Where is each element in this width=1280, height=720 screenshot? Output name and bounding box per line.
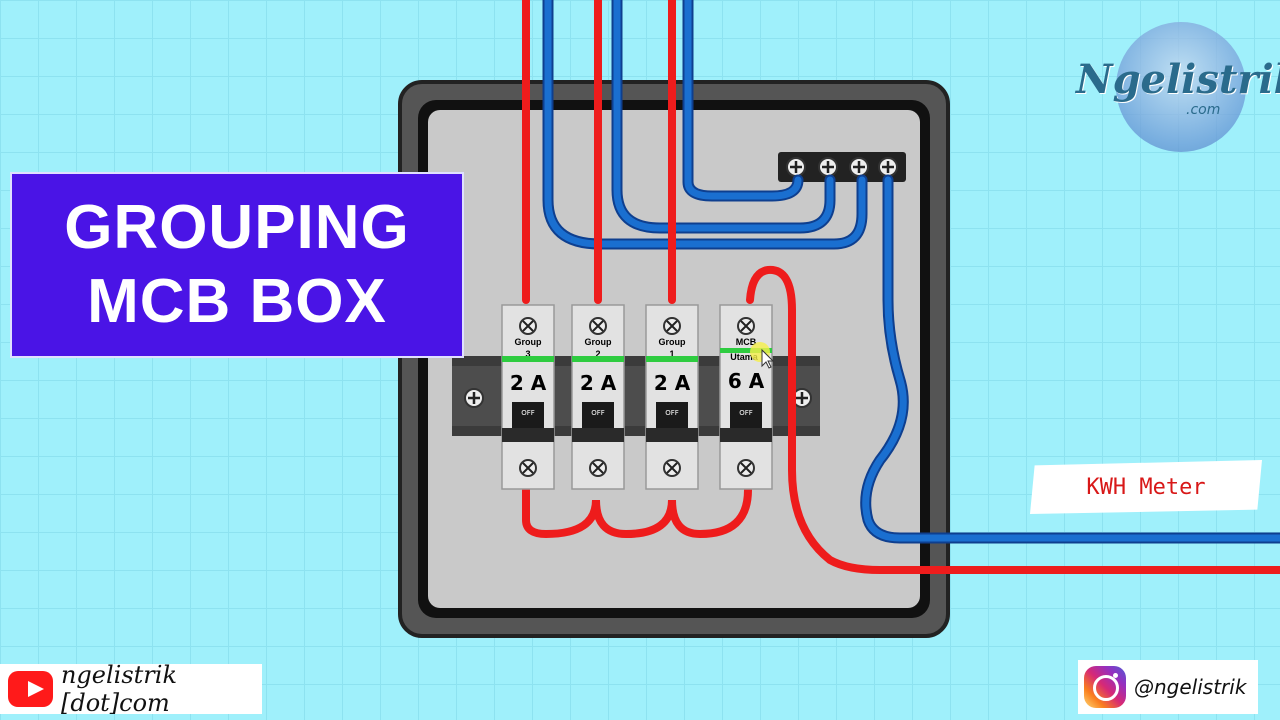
- kwh-meter-label: KWH Meter: [1030, 460, 1262, 514]
- breaker-group-1: Group 1 2 A OFF: [645, 304, 699, 490]
- title-banner: GROUPING MCB BOX: [10, 172, 464, 358]
- breaker-switch[interactable]: [656, 402, 688, 428]
- rail-screw-left: [464, 388, 484, 408]
- breaker-label-top: MCB: [736, 337, 757, 347]
- breaker-label-bottom: 1: [669, 349, 674, 359]
- cursor-icon: [761, 348, 775, 369]
- breaker-label-bottom: Utama: [730, 352, 759, 362]
- breaker-state: OFF: [739, 409, 753, 417]
- rail-screw-right: [792, 388, 812, 408]
- breaker-label-top: Group: [585, 337, 612, 347]
- instagram-text: @ngelistrik: [1134, 675, 1247, 699]
- instagram-icon: [1084, 666, 1126, 708]
- logo-text: Ngelistrik: [1076, 56, 1280, 103]
- live-wires: [522, 0, 1280, 574]
- breaker-group-3: Group 3 2 A OFF: [501, 304, 555, 490]
- breaker-label-bottom: 3: [525, 349, 530, 359]
- logo-sub: .com: [1186, 102, 1221, 118]
- ngelistrik-logo: Ngelistrik .com: [1076, 22, 1280, 152]
- youtube-bar[interactable]: ngelistrik [dot]com: [0, 661, 262, 717]
- breaker-label-bottom: 2: [595, 349, 600, 359]
- breaker-rating: 2 A: [580, 371, 617, 395]
- kwh-meter-text: KWH Meter: [1086, 474, 1206, 500]
- neutral-bar: [778, 152, 906, 182]
- youtube-text: ngelistrik [dot]com: [60, 661, 177, 717]
- breaker-switch[interactable]: [512, 402, 544, 428]
- breaker-label-top: Group: [515, 337, 542, 347]
- breaker-state: OFF: [521, 409, 535, 417]
- title-line-2: MCB BOX: [87, 267, 387, 336]
- breaker-state: OFF: [665, 409, 679, 417]
- breaker-group-2: Group 2 2 A OFF: [571, 304, 625, 490]
- youtube-icon: [8, 671, 53, 707]
- breaker-rating: 2 A: [510, 371, 547, 395]
- logo-circle: [1116, 22, 1246, 152]
- breaker-state: OFF: [591, 409, 605, 417]
- breaker-rating: 6 A: [728, 369, 765, 393]
- instagram-bar[interactable]: @ngelistrik: [1078, 660, 1258, 714]
- breaker-main: MCB Utama 6 A OFF: [719, 304, 773, 490]
- breaker-switch[interactable]: [730, 402, 762, 428]
- title-line-1: GROUPING: [64, 193, 410, 262]
- breaker-switch[interactable]: [582, 402, 614, 428]
- breaker-rating: 2 A: [654, 371, 691, 395]
- breaker-label-top: Group: [659, 337, 686, 347]
